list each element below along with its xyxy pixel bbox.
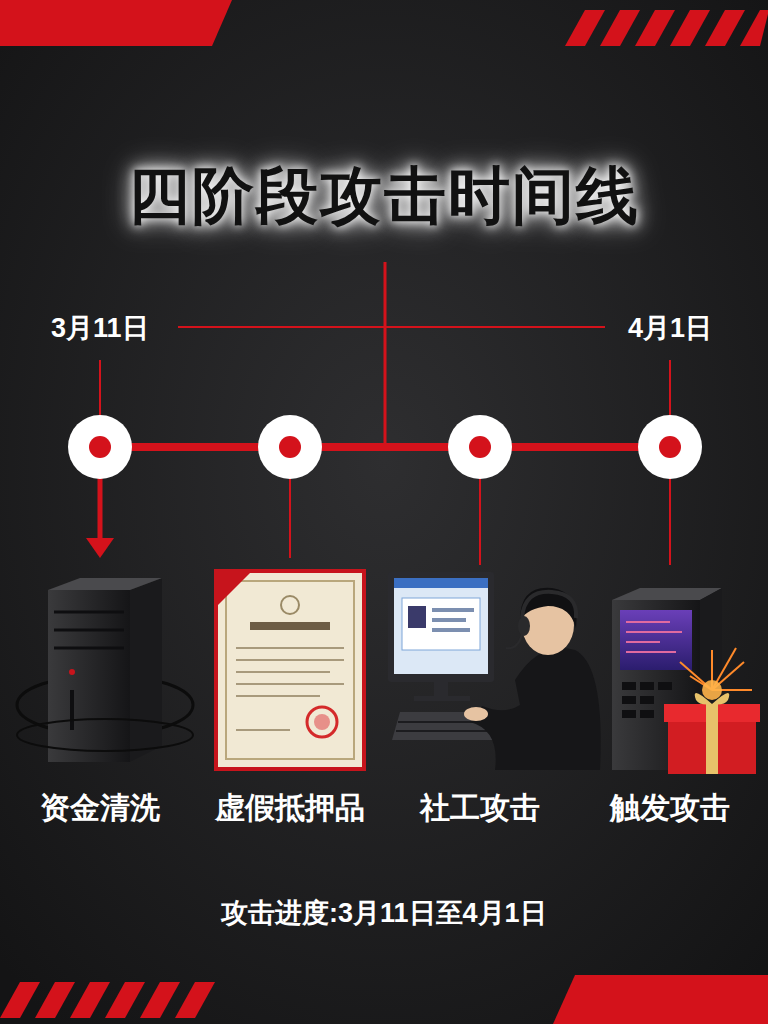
stage-name: 资金清洗 bbox=[40, 788, 160, 829]
stage-label: 虚假抵押品 bbox=[209, 786, 371, 831]
date-label: 4月1日 bbox=[628, 310, 712, 346]
stage-label: 社工攻击 bbox=[414, 786, 546, 831]
stage-name: 社工攻击 bbox=[420, 788, 540, 829]
title: 四阶段攻击时间线 bbox=[128, 154, 640, 238]
stage-label: 资金清洗 bbox=[34, 786, 166, 831]
stage-name: 触发攻击 bbox=[610, 788, 730, 829]
stage-name: 虚假抵押品 bbox=[215, 788, 365, 829]
caption: 攻击进度:3月11日至4月1日 bbox=[221, 895, 547, 931]
stage-label: 触发攻击 bbox=[604, 786, 736, 831]
date-label: 3月11日 bbox=[51, 310, 149, 346]
